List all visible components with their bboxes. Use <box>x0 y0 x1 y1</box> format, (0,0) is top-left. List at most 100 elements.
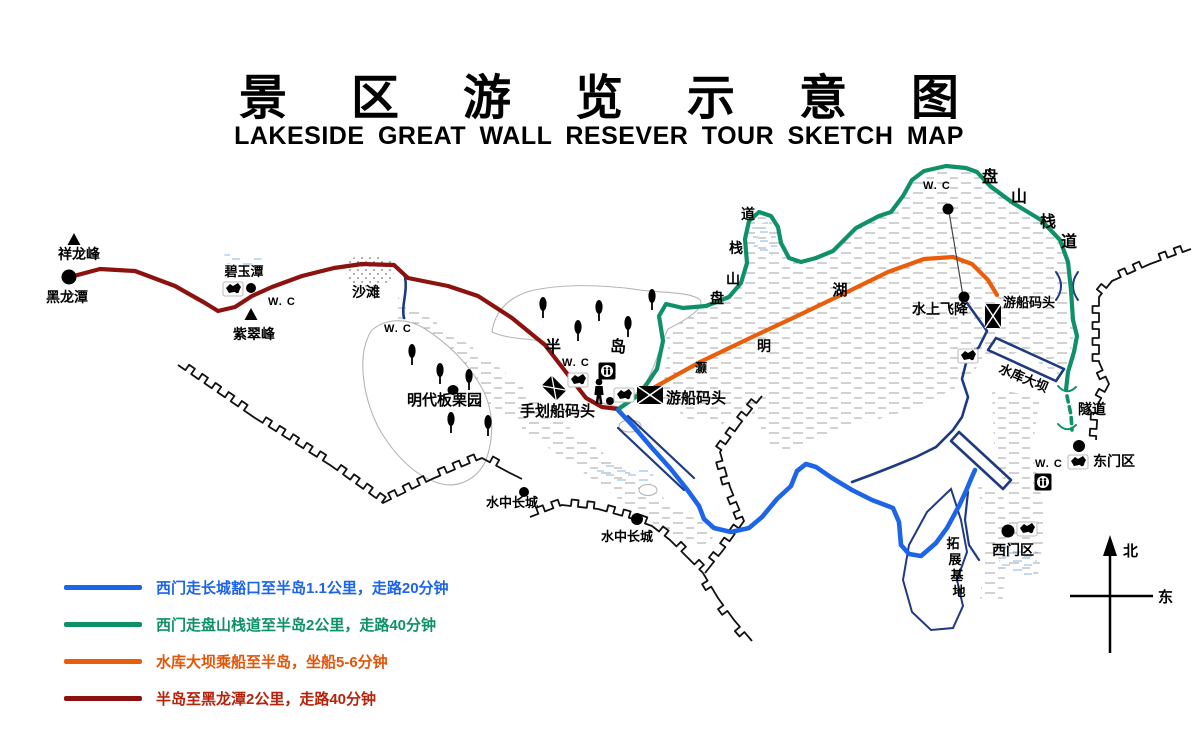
label-beach: 沙滩 <box>352 284 380 300</box>
spot-dot <box>942 203 954 215</box>
page-title: 景区游览示意图 <box>238 70 1023 126</box>
map-icons <box>61 203 1089 538</box>
label-lake: 明 <box>757 338 771 354</box>
great-wall <box>177 245 1192 642</box>
camera-icon <box>1067 454 1089 470</box>
westgate-bridge <box>949 430 1013 491</box>
label-wc: W. C <box>384 323 412 335</box>
camera-icon <box>567 372 589 388</box>
compass: 北 东 <box>1070 535 1173 653</box>
legend-row: 西门走盘山栈道至半岛2公里，走路40分钟 <box>64 613 449 636</box>
spot-dot-biyutan <box>246 283 256 293</box>
bridge-brackets <box>1055 271 1079 301</box>
label-expand-base: 地 <box>952 584 965 599</box>
label-heilongtan: 黑龙潭 <box>46 289 88 305</box>
wall-segment <box>529 498 705 574</box>
label-underwater-wall: 水中长城 <box>486 495 538 510</box>
label-underwater-wall: 水中长城 <box>601 529 653 544</box>
label-xianglongfeng: 祥龙峰 <box>58 246 101 262</box>
label-plank-trail-right: 栈 <box>1040 212 1056 231</box>
label-expand-base: 拓 <box>946 536 959 551</box>
rowboat-dock-icon <box>540 374 568 402</box>
legend-label: 西门走长城豁口至半岛1.1公里，走路20分钟 <box>156 580 449 597</box>
routes <box>67 163 1080 559</box>
label-plank-trail-right: 盘 <box>982 167 998 186</box>
legend-label: 水库大坝乘船至半岛，坐船5-6分钟 <box>156 654 388 671</box>
label-plank-trail: 山 <box>726 271 740 287</box>
boat-dock-icon <box>636 385 664 405</box>
label-wc: W. C <box>268 296 296 308</box>
boat-dock-right-icon <box>984 303 1002 329</box>
spot-dot-westgate <box>1001 524 1015 538</box>
label-lake: 灏 <box>695 360 707 375</box>
label-plank-trail-right: 道 <box>1061 232 1077 251</box>
label-biyutan: 碧玉潭 <box>223 264 263 279</box>
wall-segment <box>704 395 763 574</box>
stream-beach <box>402 275 407 320</box>
wall-segment <box>701 572 753 642</box>
north-arrow-icon <box>1103 535 1117 556</box>
legend-line-green <box>64 622 142 627</box>
camera-icon <box>957 348 979 364</box>
label-peninsula: 岛 <box>610 337 626 356</box>
peak-icon <box>67 233 81 245</box>
legend-line-orange <box>64 659 142 664</box>
label-zipline: 水上飞降 <box>912 301 969 317</box>
route-peninsula-heilongtan <box>67 261 621 412</box>
label-wc: W. C <box>562 357 590 369</box>
label-wc: W. C <box>1035 458 1063 470</box>
spot-dot-heilongtan <box>61 269 77 285</box>
label-expand-base: 展 <box>948 552 962 567</box>
spot-dot <box>606 397 614 405</box>
wall-segment <box>177 363 523 504</box>
label-rowboat-dock: 手划船码头 <box>520 402 595 420</box>
label-boat-dock-right: 游船码头 <box>1003 295 1055 310</box>
orchard-outline <box>362 320 493 486</box>
label-tunnel: 隧道 <box>1078 401 1106 417</box>
label-peninsula: 半 <box>545 337 561 356</box>
page-subtitle: LAKESIDE GREAT WALL RESEVER TOUR SKETCH … <box>234 122 964 150</box>
label-orchard: 明代板栗园 <box>407 391 482 409</box>
legend-line-blue <box>64 585 142 590</box>
label-east-gate: 东门区 <box>1093 453 1135 469</box>
legend-row: 西门走长城豁口至半岛1.1公里，走路20分钟 <box>64 576 449 599</box>
label-north: 北 <box>1123 543 1138 560</box>
legend: 西门走长城豁口至半岛1.1公里，走路20分钟 西门走盘山栈道至半岛2公里，走路4… <box>64 576 449 724</box>
legend-row: 半岛至黑龙潭2公里，走路40分钟 <box>64 687 449 710</box>
label-plank-trail-right: 山 <box>1011 188 1027 206</box>
toilet-icon <box>598 362 616 380</box>
camera-icon <box>222 281 244 297</box>
label-plank-trail: 道 <box>741 206 755 222</box>
legend-line-darkred <box>64 696 142 701</box>
label-zicuifeng: 紫翠峰 <box>233 326 276 342</box>
label-east: 东 <box>1158 588 1173 606</box>
river <box>850 301 989 484</box>
label-expand-base: 基 <box>949 568 964 583</box>
legend-row: 水库大坝乘船至半岛，坐船5-6分钟 <box>64 650 449 673</box>
label-lake: 湖 <box>832 282 847 299</box>
label-wc: W. C <box>923 180 951 192</box>
route-westgate-wallgap <box>615 407 978 559</box>
orchard-dot <box>447 385 459 395</box>
reservoir-dam <box>986 336 1066 383</box>
label-boat-dock: 游船码头 <box>666 389 726 407</box>
legend-label: 半岛至黑龙潭2公里，走路40分钟 <box>156 691 377 708</box>
toilet-icon <box>1034 473 1052 491</box>
label-plank-trail: 盘 <box>710 290 724 306</box>
spot-dot-underwater-wall <box>631 513 643 525</box>
river <box>963 490 981 562</box>
spot-dot-zipline <box>958 291 970 303</box>
route-tunnel-dashed <box>1065 394 1074 432</box>
camera-icon <box>613 387 635 403</box>
zipline-cable <box>948 211 964 297</box>
spot-dot-eastgate <box>1073 440 1085 452</box>
legend-label: 西门走盘山栈道至半岛2公里，走路40分钟 <box>156 617 437 634</box>
water-texture <box>222 168 1074 605</box>
peak-icon <box>244 308 258 320</box>
terrain-outlines <box>344 255 702 497</box>
camera-icon <box>1016 521 1038 537</box>
label-plank-trail: 栈 <box>729 240 743 256</box>
wall-segment <box>1088 245 1192 441</box>
